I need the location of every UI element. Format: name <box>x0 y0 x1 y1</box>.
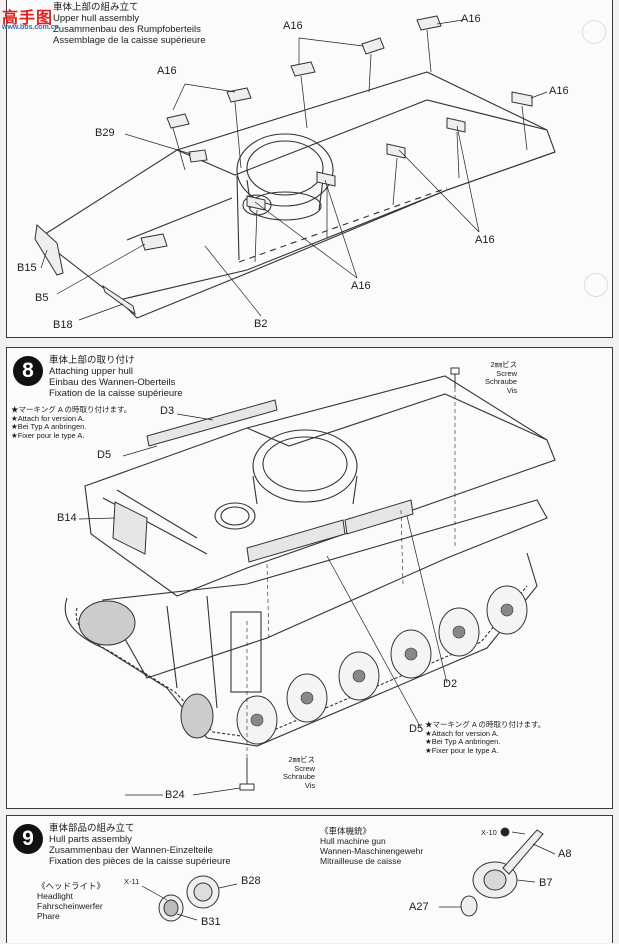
step-8-number: 8 <box>13 356 43 386</box>
label-x10: X-10 <box>481 828 497 837</box>
site-logo-url: www.bbs.com.cn <box>2 24 59 31</box>
page-corner-mark <box>582 20 606 44</box>
label-a27: A27 <box>409 901 429 913</box>
step-7-title-de: Zusammenbau des Rumpfoberteils <box>53 24 201 35</box>
step-9-number: 9 <box>13 824 43 854</box>
version-a-note-bottom: ★マーキング A の時取り付けます。 ★Attach for version A… <box>425 720 546 755</box>
step-7-title-fr: Assemblage de la caisse supérieure <box>53 35 206 46</box>
screw-label-de: Schraube <box>283 772 316 782</box>
label-b24: B24 <box>165 789 185 801</box>
label-b5: B5 <box>35 292 49 304</box>
note-line-en: ★Attach for version A. <box>11 413 85 423</box>
step-8-title-en: Attaching upper hull <box>49 366 133 377</box>
label-b14: B14 <box>57 512 77 524</box>
screw-label-fr: Vis <box>304 780 316 790</box>
label-b28: B28 <box>241 875 261 887</box>
step-8-title-de: Einbau des Wannen-Oberteils <box>49 377 176 388</box>
headlight-caption-ja: 《ヘッドライト》 <box>37 881 106 891</box>
screw-label-de: Schraube <box>485 377 518 387</box>
step-9-header: 車体部品の組み立て Hull parts assembly Zusammenba… <box>49 823 231 867</box>
step-7-panel: 車体上部の組み立て Upper hull assembly Zusammenba… <box>6 0 613 338</box>
hull-mg-caption-fr: Mitrailleuse de caisse <box>320 856 402 866</box>
screw-label-en: Screw <box>294 763 316 773</box>
label-a16: A16 <box>283 20 303 32</box>
note-line-ja: ★マーキング A の時取り付けます。 <box>11 405 132 414</box>
hull-mg-caption-en: Hull machine gun <box>320 836 386 846</box>
step-9-title-ja: 車体部品の組み立て <box>49 823 135 834</box>
hull-mg-caption-ja: 《車体機銃》 <box>320 826 372 836</box>
step-8-panel: 8 車体上部の取り付け Attaching upper hull Einbau … <box>6 347 613 809</box>
step-7-title-ja: 車体上部の組み立て <box>53 2 139 13</box>
note-line-ja: ★マーキング A の時取り付けます。 <box>425 720 546 729</box>
label-b29: B29 <box>95 127 115 139</box>
label-b15: B15 <box>17 262 37 274</box>
label-b7: B7 <box>539 877 553 889</box>
label-d2: D2 <box>443 678 458 690</box>
hull-mg-caption: 《車体機銃》 Hull machine gun Wannen-Maschinen… <box>320 826 423 866</box>
step-9-title-fr: Fixation des pièces de la caisse supérie… <box>49 856 231 867</box>
note-line-de: ★Bei Typ A anbringen. <box>425 737 501 747</box>
label-d5: D5 <box>97 449 112 461</box>
note-line-en: ★Attach for version A. <box>425 728 499 738</box>
step-7-title-en: Upper hull assembly <box>53 13 140 24</box>
label-a16: A16 <box>549 85 569 97</box>
screw-label-en: Screw <box>496 368 518 378</box>
step-9-title-en: Hull parts assembly <box>49 834 132 845</box>
upper-hull-drawing <box>34 15 556 321</box>
headlight-caption-en: Headlight <box>37 891 73 901</box>
screw-label-bottom: 2㎜ビス Screw Schraube Vis <box>283 755 316 790</box>
label-a8: A8 <box>558 848 572 860</box>
version-a-note-top: ★マーキング A の時取り付けます。 ★Attach for version A… <box>11 405 132 440</box>
step-8-title-fr: Fixation de la caisse supérieure <box>49 388 183 399</box>
note-line-fr: ★Fixer pour le type A. <box>425 745 499 755</box>
screw-label-top: 2㎜ビス Screw Schraube Vis <box>485 360 518 395</box>
label-d5-lower: D5 <box>409 723 424 735</box>
screw-label-ja: 2㎜ビス <box>490 360 518 369</box>
label-b18: B18 <box>53 319 73 331</box>
headlight-caption-de: Fahrscheinwerfer <box>37 901 103 911</box>
screw-label-ja: 2㎜ビス <box>288 755 316 764</box>
screw-label-fr: Vis <box>506 385 518 395</box>
step-7-header: 車体上部の組み立て Upper hull assembly Zusammenba… <box>53 2 206 46</box>
hull-parts-drawing <box>141 827 556 922</box>
step-9-panel: 9 車体部品の組み立て Hull parts assembly Zusammen… <box>6 815 613 943</box>
headlight-caption-fr: Phare <box>37 911 60 921</box>
label-a16: A16 <box>351 280 371 292</box>
site-logo-text: 高手图 <box>2 10 54 27</box>
hull-attachment-drawing <box>64 367 556 796</box>
headlight-caption: 《ヘッドライト》 Headlight Fahrscheinwerfer Phar… <box>37 881 105 921</box>
step-8-header: 車体上部の取り付け Attaching upper hull Einbau de… <box>49 355 183 399</box>
page-corner-mark <box>584 273 608 297</box>
label-x11: X-11 <box>124 877 140 886</box>
label-d3: D3 <box>160 405 175 417</box>
label-b31: B31 <box>201 916 221 928</box>
label-a16: A16 <box>461 13 481 25</box>
label-b2: B2 <box>254 318 268 330</box>
note-line-fr: ★Fixer pour le type A. <box>11 430 85 440</box>
note-line-de: ★Bei Typ A anbringen. <box>11 422 87 432</box>
site-logo: 高手图 www.bbs.com.cn <box>2 0 72 34</box>
step-8-title-ja: 車体上部の取り付け <box>49 355 135 366</box>
hull-mg-caption-de: Wannen-Maschinengewehr <box>320 846 424 856</box>
label-a16: A16 <box>475 234 495 246</box>
step-9-title-de: Zusammenbau der Wannen-Einzelteile <box>49 845 213 856</box>
label-a16: A16 <box>157 65 177 77</box>
